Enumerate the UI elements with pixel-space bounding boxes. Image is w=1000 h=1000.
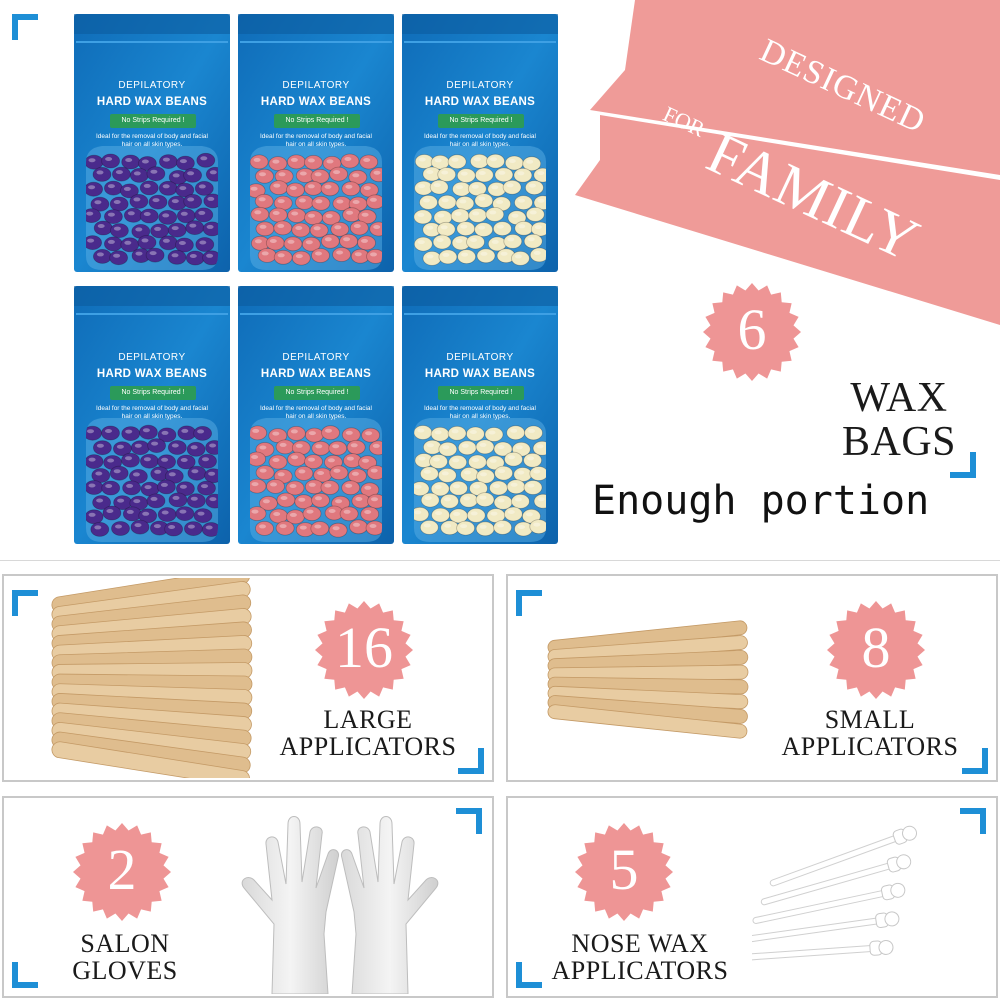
bag-strip-badge: No Strips Required ! [274,386,360,400]
bag-strip-badge: No Strips Required ! [438,386,524,400]
top-bracket-tl [12,14,38,40]
ribbon-lower [575,115,1000,325]
small-applicators-label: SMALL APPLICATORS [781,705,959,762]
divider-top [0,560,1000,561]
bag-strip-badge: No Strips Required ! [274,114,360,128]
nose-bracket-bl [516,962,542,988]
large-applicators-label: LARGE APPLICATORS [279,705,457,762]
nose-bracket-tr [960,808,986,834]
starburst-icon [575,823,673,921]
large-bracket-br [458,748,484,774]
bag-line1: DEPILATORY [118,80,186,91]
bag-title: HARD WAX BEANS [260,368,372,380]
nose-applicator-icon [769,825,918,887]
wood-stick [51,741,251,778]
salon-gloves-count-badge: 2 [72,822,172,922]
wax-bag: DEPILATORY HARD WAX BEANS No Strips Requ… [236,284,396,546]
nose-applicator-icon [752,911,900,943]
nose-applicators-count-badge: 5 [574,822,674,922]
bag-strip-badge: No Strips Required ! [438,114,524,128]
large-applicators-count-badge: 16 [314,600,414,700]
small-bracket-tl [516,590,542,616]
wax-bag: DEPILATORY HARD WAX BEANS No Strips Requ… [236,12,396,274]
bag-line1: DEPILATORY [282,352,350,363]
enough-portion-text: Enough portion [592,478,930,524]
gloves-image [241,816,439,994]
wood-stick [547,704,748,739]
starburst-icon [703,283,801,381]
bag-title: HARD WAX BEANS [260,96,372,108]
bag-description: Ideal for the removal of body and facial… [95,133,208,148]
bag-title: HARD WAX BEANS [96,368,208,380]
small-bracket-br [962,748,988,774]
bag-title: HARD WAX BEANS [96,96,208,108]
bag-description: Ideal for the removal of body and facial… [423,133,536,148]
nose-applicator-icon [760,854,912,906]
wax-bags-count-badge: 6 [700,280,804,384]
small-sticks-image [547,620,749,739]
right-glove-icon [340,816,439,994]
ribbon-upper [590,0,1000,175]
starburst-icon [315,601,413,699]
gloves-bracket-bl [12,962,38,988]
nose-applicators-label: NOSE WAX APPLICATORS [551,929,729,986]
bag-strip-badge: No Strips Required ! [110,386,196,400]
starburst-icon [73,823,171,921]
large-bracket-tl [12,590,38,616]
bag-description: Ideal for the removal of body and facial… [95,405,208,420]
bag-line1: DEPILATORY [446,80,514,91]
wax-bags-label: WAX BAGS [841,375,957,466]
wax-bag: DEPILATORY HARD WAX BEANS No Strips Requ… [72,12,232,274]
bag-description: Ideal for the removal of body and facial… [259,405,372,420]
nose-applicator-icon [752,939,894,962]
wax-bag: DEPILATORY HARD WAX BEANS No Strips Requ… [400,12,560,274]
bag-description: Ideal for the removal of body and facial… [423,405,536,420]
bag-strip-badge: No Strips Required ! [110,114,196,128]
wax-bag: DEPILATORY HARD WAX BEANS No Strips Requ… [400,284,560,546]
bag-line1: DEPILATORY [446,352,514,363]
wax-bags-bracket-br [950,452,976,478]
designed-for-family-banner: DESIGNED FOR FAMILY [540,0,1000,330]
bag-title: HARD WAX BEANS [424,96,536,108]
bag-description: Ideal for the removal of body and facial… [259,133,372,148]
salon-gloves-label: SALON GLOVES [72,929,178,986]
bag-title: HARD WAX BEANS [424,368,536,380]
nose-applicators-image [752,825,918,962]
nose-applicator-icon [752,882,906,924]
starburst-icon [827,601,925,699]
left-glove-icon [241,816,340,994]
gloves-bracket-tr [456,808,482,834]
large-sticks-image [51,578,253,778]
small-applicators-count-badge: 8 [826,600,926,700]
bag-line1: DEPILATORY [282,80,350,91]
bag-line1: DEPILATORY [118,352,186,363]
wax-bag: DEPILATORY HARD WAX BEANS No Strips Requ… [72,284,232,546]
